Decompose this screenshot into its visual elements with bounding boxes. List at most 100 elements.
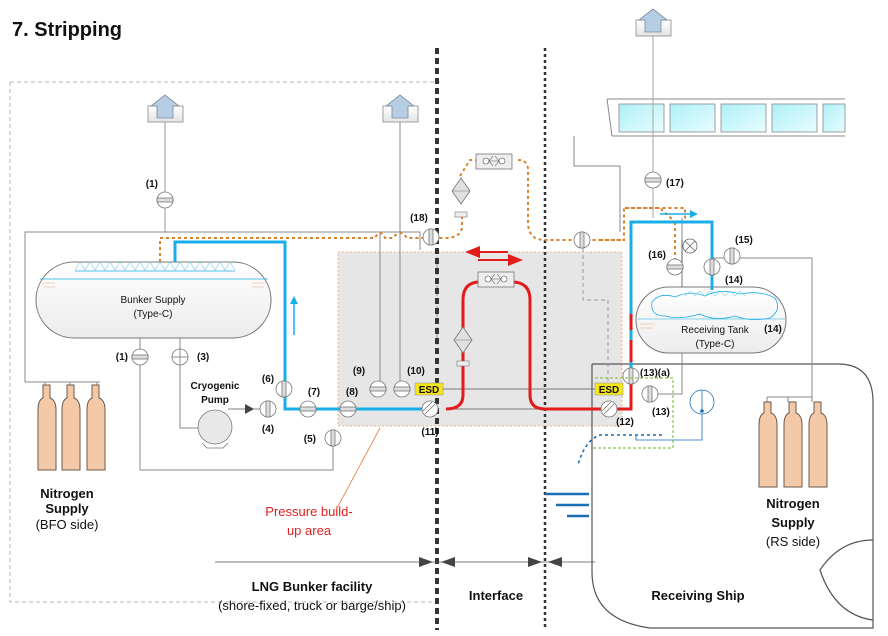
ship-window (822, 103, 846, 133)
vent-stack-bunker-tank (147, 94, 184, 232)
lng-transfer-line-bunker (173, 240, 427, 411)
valve-1-top-icon[interactable] (156, 191, 174, 209)
esd-badge-bunker: ESD (414, 382, 444, 396)
valve-5-label: (5) (304, 434, 316, 445)
breakaway-coupling-liquid-icon (477, 271, 515, 288)
vent-arrow-icon (149, 94, 181, 119)
bunker-supply-tank: Bunker Supply (Type-C) (35, 261, 272, 339)
valve-4-label: (4) (262, 424, 274, 435)
page-title: 7. Stripping (12, 19, 122, 41)
ship-ground-connection-icon (545, 492, 589, 518)
valve-9-icon[interactable] (369, 380, 387, 398)
valve-10-label: (10) (407, 366, 425, 377)
ship-window (771, 103, 818, 133)
svg-text:ESD: ESD (599, 385, 620, 396)
valve-18-label: (18) (410, 213, 428, 224)
valve-14-label: (14) (725, 275, 743, 286)
receiving-tank: Receiving Tank (Type-C) (14) (635, 286, 787, 354)
cryogenic-pump: Cryogenic Pump (191, 381, 254, 449)
ship-window (669, 103, 716, 133)
valve-17-label: (17) (666, 178, 684, 189)
bunker-tank-type: (Type-C) (134, 309, 173, 320)
valve-12-label: (12) (616, 417, 634, 428)
control-signal-line (577, 434, 662, 466)
valve-7-icon[interactable] (299, 400, 317, 418)
valve-14-icon[interactable] (703, 258, 721, 276)
valve-9-label: (9) (353, 366, 365, 377)
valve-13a-label: (13)(a) (640, 368, 670, 379)
pressure-area-label-2: up area (287, 523, 332, 538)
nitrogen-cylinders-bfo (37, 384, 106, 471)
valve-8-label: (8) (346, 387, 358, 398)
ship-hull (591, 363, 874, 629)
nitrogen-bfo-label-1: Nitrogen (40, 486, 94, 501)
nitrogen-rs-label-2: Supply (771, 515, 815, 530)
nitrogen-rs-label-1: Nitrogen (766, 496, 820, 511)
ship-window (618, 103, 665, 133)
pressure-area-leader (335, 427, 381, 511)
valve-5-icon[interactable] (324, 429, 342, 447)
valve-6-label: (6) (262, 374, 274, 385)
strainer-liquid-icon (453, 326, 473, 367)
nitrogen-cylinders-rs (758, 401, 828, 488)
zone-dimension-line (215, 557, 595, 567)
pump-discharge-arrow-icon (245, 404, 254, 414)
valve-15-icon[interactable] (723, 247, 741, 265)
zone-bunker-facility-title: LNG Bunker facility (252, 579, 373, 594)
valve-13-label: (13) (652, 407, 670, 418)
instrument-cross-icon (682, 238, 698, 254)
vent-stack-mast (382, 94, 419, 395)
strainer-vapor-icon (451, 177, 471, 218)
gas-detector-icon (635, 389, 715, 441)
pump-label: Cryogenic (191, 381, 240, 392)
spray-nozzles-icon (684, 290, 746, 297)
valve-11-icon[interactable] (421, 400, 439, 418)
valve-3-label: (3) (197, 352, 209, 363)
svg-text:ESD: ESD (419, 385, 440, 396)
nitrogen-bfo-label-3: (BFO side) (36, 517, 99, 532)
valve-8-icon[interactable] (339, 400, 357, 418)
bidirectional-flow-arrow-icon (465, 246, 523, 266)
vent-arrow-icon (384, 94, 416, 119)
valve-10-icon[interactable] (393, 380, 411, 398)
vent-stack-receiving-ship (635, 8, 672, 218)
vapor-return-line (159, 159, 686, 262)
valve-1-bottom-icon[interactable] (131, 348, 149, 366)
valve-13a-icon[interactable] (622, 367, 640, 385)
receiving-tank-tag: (14) (764, 324, 782, 335)
ship-superstructure (573, 98, 846, 232)
receiving-tank-type: (Type-C) (696, 339, 735, 350)
zone-bunker-facility-subtitle: (shore-fixed, truck or barge/ship) (218, 598, 406, 613)
pressure-area-label-1: Pressure build- (265, 504, 352, 519)
vapor-return-branch (625, 207, 676, 223)
valve-6-icon[interactable] (275, 380, 293, 398)
spray-nozzles-icon (74, 261, 236, 271)
valve-15-label: (15) (735, 235, 753, 246)
zone-receiving-ship-title: Receiving Ship (651, 588, 744, 603)
valve-vapor-interface-icon[interactable] (573, 231, 591, 249)
valve-16-icon[interactable] (666, 258, 684, 276)
nitrogen-bfo-label-2: Supply (45, 501, 89, 516)
valve-4-icon[interactable] (259, 400, 277, 418)
nitrogen-rs-label-3: (RS side) (766, 534, 820, 549)
valve-13-icon[interactable] (641, 385, 659, 403)
dashed-signal-line (582, 248, 609, 386)
valve-18-icon[interactable] (422, 228, 440, 246)
valve-17-icon[interactable] (644, 171, 662, 189)
valve-7-label: (7) (308, 387, 320, 398)
esd-badge-receiving: ESD (594, 382, 624, 396)
breakaway-coupling-vapor-icon (475, 153, 513, 170)
valve-1-top-label: (1) (146, 179, 158, 190)
zone-interface-title: Interface (469, 588, 523, 603)
valve-3-icon[interactable] (171, 348, 189, 366)
receiving-tank-label: Receiving Tank (681, 325, 750, 336)
valve-1-bottom-label: (1) (116, 352, 128, 363)
bunker-tank-label: Bunker Supply (120, 295, 185, 306)
bunker-facility-boundary (9, 81, 440, 603)
valve-11-label: (11) (421, 427, 438, 438)
vent-arrow-icon (637, 8, 669, 33)
valve-12-icon[interactable] (600, 400, 618, 418)
ship-bow-bulb (819, 539, 874, 621)
ship-window (720, 103, 767, 133)
